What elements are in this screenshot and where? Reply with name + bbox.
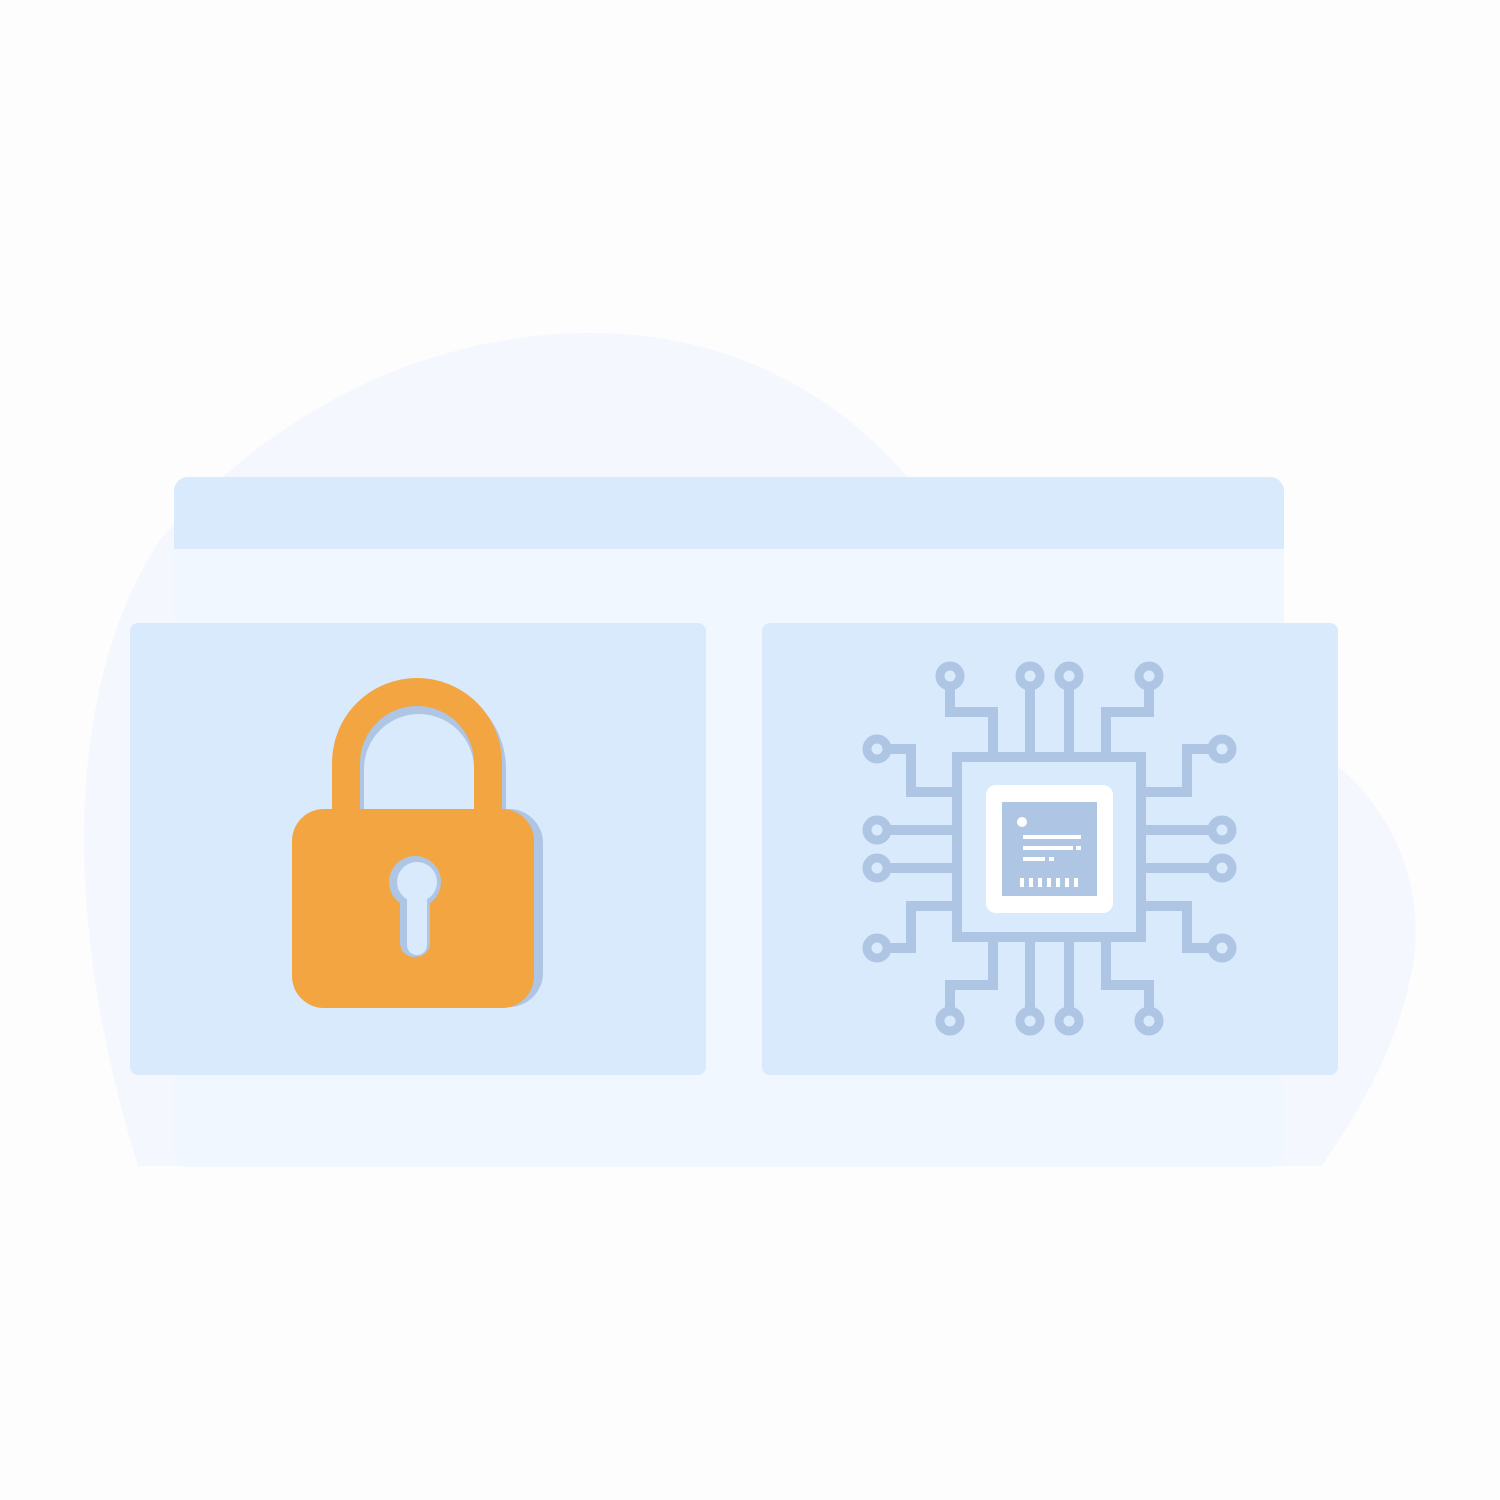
processor-panel	[762, 623, 1338, 1075]
security-panel	[130, 623, 706, 1075]
microchip-icon	[862, 661, 1237, 1036]
window-titlebar	[174, 477, 1284, 549]
padlock-icon	[292, 678, 543, 1008]
